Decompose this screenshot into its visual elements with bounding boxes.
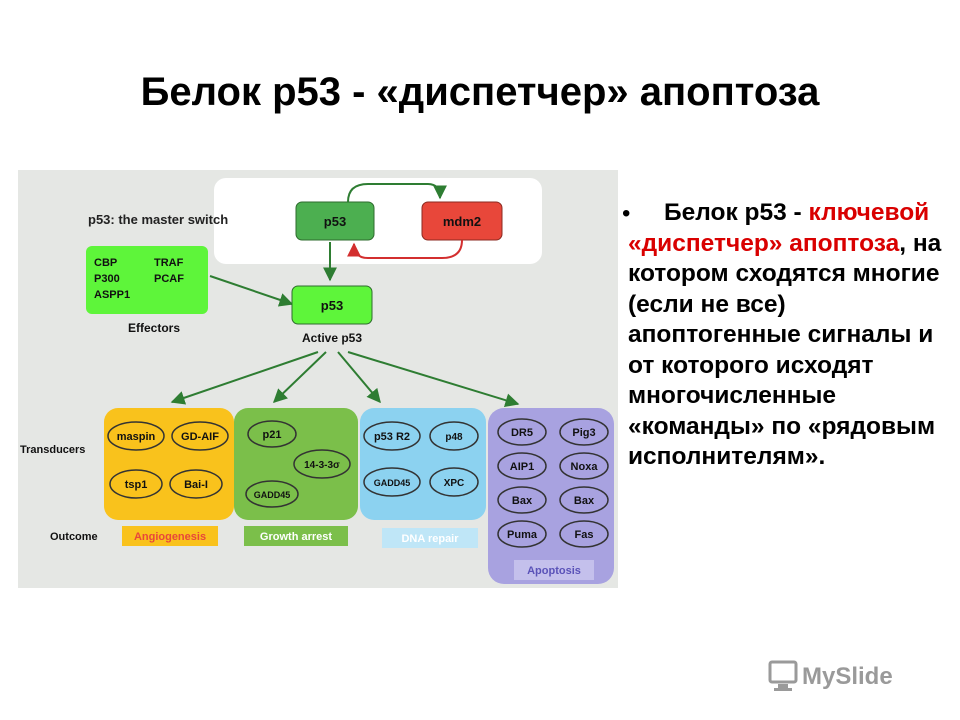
p48-node [429, 421, 479, 451]
bullet-highlight: ключевой «диспетчер» апоптоза [628, 199, 930, 257]
tsp1-label: tsp1 [125, 479, 148, 491]
p53-pathway-diagram: p53: the master switch p53 mdm2 CBP TRAF… [20, 178, 614, 584]
gd-aif-label: GD-AIF [181, 431, 219, 443]
active-p53-caption: Active p53 [302, 331, 362, 345]
bai-label: Bai-I [184, 479, 208, 491]
bullet-text: Белок р53 - ключевой «диспетчер» апоптоз… [628, 198, 958, 473]
dr5-label: DR5 [511, 427, 533, 439]
effectors-label: Effectors [128, 321, 180, 335]
pig3-label: Pig3 [572, 427, 595, 439]
effector-p300: P300 [94, 273, 120, 285]
bullet-dot: • [622, 200, 631, 227]
gadd45-dna-label: GADD45 [374, 478, 411, 488]
logo-text: MySlide [802, 663, 893, 690]
dna-repair-label: DNA repair [401, 533, 459, 545]
p48-label: p48 [445, 432, 463, 443]
feedback-box [214, 178, 542, 264]
slide-title: Белок р53 - «диспетчер» апоптоза [140, 70, 820, 114]
dr5-node [497, 418, 547, 446]
growth-arrest-label: Growth arrest [260, 531, 332, 543]
aip1-label: AIP1 [510, 461, 534, 473]
effector-aspp1: ASPP1 [94, 289, 130, 301]
p53r2-label: p53 R2 [374, 431, 410, 443]
activation-arrow [347, 183, 447, 203]
active-p53-label: p53 [321, 298, 343, 313]
noxa-node [559, 452, 609, 480]
apoptosis-label: Apoptosis [527, 565, 581, 577]
gd-aif-node [171, 421, 229, 451]
effectors-box [86, 246, 208, 314]
pig3-node [559, 418, 609, 446]
arrow-dna [337, 351, 381, 404]
bai-node [169, 469, 223, 499]
arrow-growth [272, 351, 327, 403]
puma-node [497, 520, 547, 548]
outcome-label: Outcome [50, 531, 98, 543]
monitor-icon [768, 660, 798, 684]
bax-node-2 [559, 486, 609, 514]
puma-label: Puma [507, 529, 538, 541]
dna-repair-tag [382, 528, 478, 548]
angiogenesis-label: Angiogenesis [134, 531, 206, 543]
14-3-3-label: 14-3-3σ [304, 460, 340, 471]
active-p53-box [291, 285, 373, 325]
growth-arrest-tag [244, 526, 348, 546]
gadd45-growth-label: GADD45 [254, 490, 291, 500]
arrow-effectors [209, 275, 294, 307]
arrow-angiogenesis [170, 351, 319, 405]
xpc-node [429, 467, 479, 497]
transducers-label: Transducers [20, 444, 85, 456]
p21-node [247, 420, 297, 448]
mdm2-label: mdm2 [443, 214, 481, 229]
tsp1-node [109, 469, 163, 499]
inhibition-arrow [347, 239, 463, 259]
apoptosis-tag [514, 560, 594, 580]
effector-traf: TRAF [154, 257, 184, 269]
maspin-label: maspin [117, 431, 156, 443]
p53r2-node [363, 421, 421, 451]
effector-cbp: CBP [94, 257, 117, 269]
bullet-rest: , на котором сходятся многие (если не вс… [628, 229, 942, 471]
p53-diagram-panel: p53: the master switch p53 mdm2 CBP TRAF… [18, 170, 618, 588]
14-3-3-node [293, 449, 351, 479]
aip1-node [497, 452, 547, 480]
maspin-node [107, 421, 165, 451]
bax-label-1: Bax [512, 495, 533, 507]
p21-label: p21 [263, 429, 282, 441]
effector-pcaf: PCAF [154, 273, 184, 285]
fas-node [559, 520, 609, 548]
xpc-label: XPC [444, 478, 465, 489]
p53-label: p53 [324, 214, 346, 229]
diagram-heading: p53: the master switch [88, 212, 228, 227]
angiogenesis-tag [122, 526, 218, 546]
p53-box [295, 201, 375, 241]
noxa-label: Noxa [571, 461, 599, 473]
gadd45-dna-node [363, 467, 421, 497]
bullet-lead: Белок р53 - [664, 199, 802, 226]
myslide-logo: MySlide [768, 656, 938, 696]
gadd45-growth-node [245, 480, 299, 508]
bax-label-2: Bax [574, 495, 595, 507]
bax-node-1 [497, 486, 547, 514]
arrow-apoptosis [347, 351, 520, 408]
fas-label: Fas [575, 529, 594, 541]
